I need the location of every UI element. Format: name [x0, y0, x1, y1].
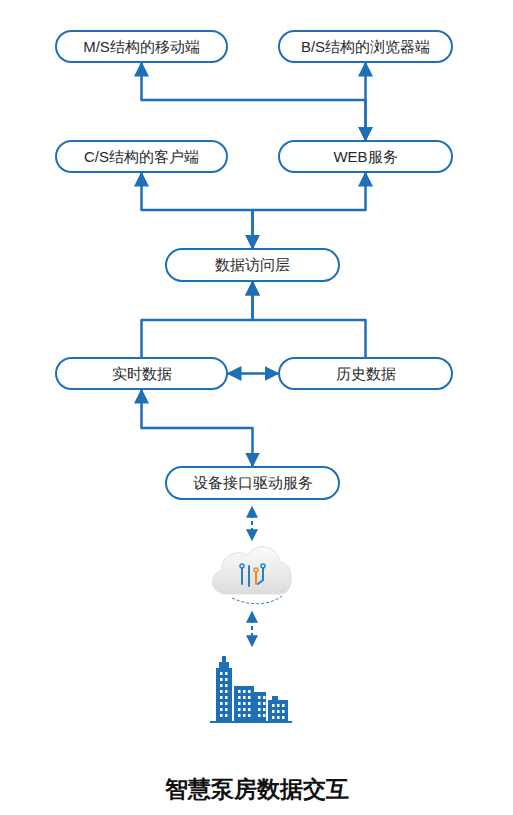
connector — [142, 282, 253, 357]
box-label: C/S结构的客户端 — [84, 148, 199, 166]
box-label: B/S结构的浏览器端 — [301, 38, 430, 56]
buildings-icon — [210, 656, 292, 723]
process-box: 设备接口驱动服务 — [165, 466, 340, 500]
process-box: C/S结构的客户端 — [55, 140, 228, 173]
box-label: 设备接口驱动服务 — [193, 474, 313, 492]
dashed-link — [251, 507, 253, 540]
process-box: 实时数据 — [55, 357, 228, 390]
process-box: WEB服务 — [278, 140, 453, 173]
dashed-link — [251, 612, 253, 646]
process-box: B/S结构的浏览器端 — [278, 30, 453, 63]
cloud-icon — [213, 547, 292, 604]
building-windows — [220, 672, 285, 719]
connector — [364, 63, 367, 140]
box-label: 数据访问层 — [215, 256, 290, 274]
connector — [142, 173, 253, 248]
connector — [142, 63, 366, 140]
process-box: 历史数据 — [278, 357, 453, 390]
process-box: 数据访问层 — [165, 248, 340, 282]
diagram-title: 智慧泵房数据交互 — [0, 774, 513, 805]
connector — [142, 390, 253, 466]
connector — [253, 173, 366, 248]
box-label: 实时数据 — [112, 365, 172, 383]
connector — [253, 282, 366, 357]
box-label: WEB服务 — [333, 148, 397, 166]
box-label: 历史数据 — [336, 365, 396, 383]
process-box: M/S结构的移动端 — [55, 30, 228, 63]
box-label: M/S结构的移动端 — [83, 38, 200, 56]
connector — [228, 372, 278, 375]
